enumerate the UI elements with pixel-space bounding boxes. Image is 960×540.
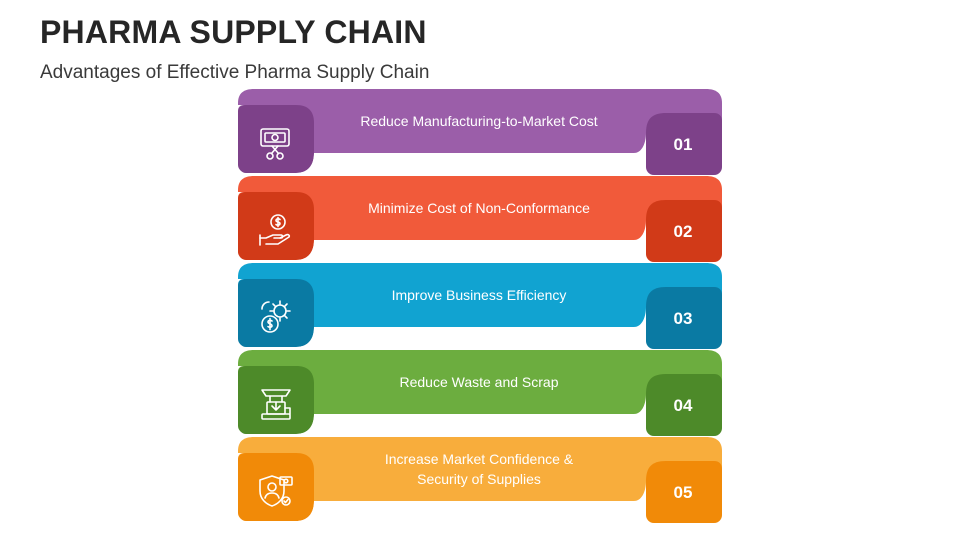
advantage-item-2: Minimize Cost of Non-Conformance 02 (238, 176, 722, 262)
advantage-item-5: Increase Market Confidence & Security of… (238, 437, 722, 523)
advantage-number: 03 (673, 309, 693, 328)
band-left-notch (238, 453, 244, 459)
band-left-tab (238, 192, 314, 260)
band-left-notch (238, 192, 244, 198)
band-left-notch (238, 105, 244, 111)
band-right-tab (646, 287, 722, 349)
band-shape (238, 89, 722, 175)
band-left-tab (238, 105, 314, 173)
advantage-label: Reduce Manufacturing-to-Market Cost (360, 113, 598, 129)
band-right-tab (646, 374, 722, 436)
advantage-number: 04 (673, 396, 693, 415)
band-shape (238, 350, 722, 436)
band-main (238, 263, 722, 327)
band-left-tab (238, 366, 314, 434)
band-fold (296, 394, 646, 434)
band-fold (296, 481, 646, 521)
security-shield-icon (256, 471, 296, 511)
advantage-label: Reduce Waste and Scrap (399, 374, 559, 390)
band-main (238, 176, 722, 240)
band-right-tab (646, 113, 722, 175)
band-fold (296, 220, 646, 260)
advantage-item-4: Reduce Waste and Scrap 04 (238, 350, 722, 436)
money-hand-icon (256, 210, 296, 250)
band-shape (238, 176, 722, 262)
page-title: PHARMA SUPPLY CHAIN (40, 14, 427, 50)
advantage-label: Minimize Cost of Non-Conformance (368, 200, 590, 216)
band-fold (296, 133, 646, 173)
waste-machine-icon (256, 384, 296, 424)
band-left-notch (238, 279, 244, 285)
advantage-label: Increase Market Confidence & Security of… (384, 451, 574, 487)
cost-reduction-icon (256, 123, 296, 163)
advantage-number: 01 (673, 135, 693, 154)
advantage-item-3: Improve Business Efficiency 03 (238, 263, 722, 349)
advantage-label: Improve Business Efficiency (391, 287, 567, 303)
advantage-number: 02 (673, 222, 693, 241)
page-subtitle: Advantages of Effective Pharma Supply Ch… (40, 62, 430, 83)
band-left-notch (238, 366, 244, 372)
band-main (238, 437, 722, 501)
band-main (238, 350, 722, 414)
band-left-tab (238, 279, 314, 347)
advantage-item-1: Reduce Manufacturing-to-Market Cost 01 (238, 89, 722, 175)
advantage-number: 05 (673, 483, 693, 502)
band-right-tab (646, 200, 722, 262)
band-shape (238, 263, 722, 349)
band-main (238, 89, 722, 153)
business-gears-icon (256, 297, 296, 337)
band-fold (296, 307, 646, 347)
band-right-tab (646, 461, 722, 523)
